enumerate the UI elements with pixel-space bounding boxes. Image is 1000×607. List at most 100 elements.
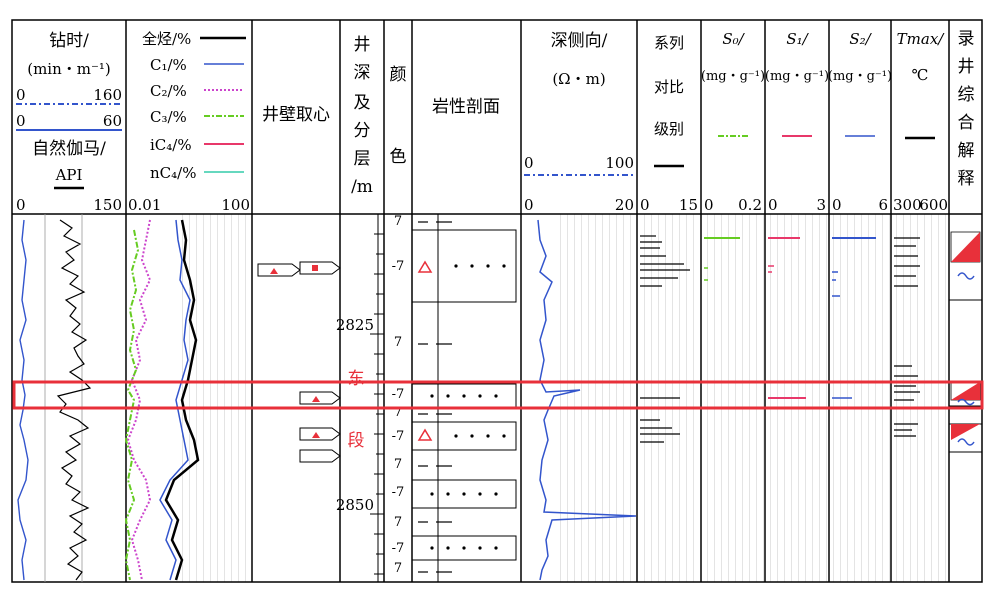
depth-char-2: 深 bbox=[354, 63, 371, 83]
depth-char-6: /m bbox=[351, 177, 373, 197]
drill-scale1-max: 160 bbox=[93, 86, 122, 104]
legend-c2: C₂/% bbox=[150, 82, 187, 100]
interp-char-2: 井 bbox=[958, 57, 975, 77]
color-code-5: 7 bbox=[394, 405, 402, 420]
lithology-symbols bbox=[417, 221, 506, 573]
oil-layer-fill-2 bbox=[951, 382, 980, 400]
tmax-scale-min: 300 bbox=[893, 196, 922, 214]
s0-grid bbox=[702, 214, 764, 582]
depth-label-2825: 2825 bbox=[336, 316, 374, 334]
drill-gamma-track bbox=[17, 214, 92, 582]
resistivity-title: 深侧向/ bbox=[551, 31, 608, 51]
interp-track bbox=[949, 231, 982, 453]
total-gas-curve bbox=[164, 219, 200, 581]
water-wave-icon-3 bbox=[957, 438, 975, 446]
s0-track bbox=[704, 237, 740, 281]
core-samples bbox=[257, 261, 341, 463]
water-wave-icon-2 bbox=[957, 398, 975, 406]
series-bars bbox=[640, 235, 690, 443]
header-tmax: Tmax/ ℃ 300 600 bbox=[893, 30, 948, 214]
legend-ic4: iC₄/% bbox=[150, 136, 192, 154]
header-depth: 井 深 及 分 层 /m bbox=[351, 35, 373, 197]
s2-scale-min: 0 bbox=[832, 196, 842, 214]
gamma-scale-max: 150 bbox=[93, 196, 122, 214]
tmax-bars bbox=[894, 237, 920, 437]
s1-scale-min: 0 bbox=[768, 196, 778, 214]
tmax-title: Tmax/ bbox=[897, 30, 946, 48]
color-code-3: 7 bbox=[394, 335, 402, 350]
s0-unit: (mg・g⁻¹) bbox=[701, 69, 765, 84]
s2-track bbox=[832, 237, 876, 399]
color-code-9: 7 bbox=[394, 515, 402, 530]
header-resistivity: 深侧向/ (Ω・m) 0 100 0 20 bbox=[524, 31, 634, 214]
depth-track: 2825 2850 东 一 段 bbox=[336, 214, 384, 582]
tmax-scale-max: 600 bbox=[919, 196, 948, 214]
highlight-interval bbox=[12, 380, 984, 410]
lithology-track bbox=[412, 214, 517, 582]
s1-scale-max: 3 bbox=[816, 196, 826, 214]
series-line-3: 级别 bbox=[654, 120, 684, 138]
gas-scale-max: 100 bbox=[221, 196, 250, 214]
drill-scale2-min: 0 bbox=[16, 112, 26, 130]
header-s0: S₀/ (mg・g⁻¹) 0 0.2 bbox=[701, 30, 765, 214]
s2-title: S₂/ bbox=[849, 30, 872, 48]
color-code-11: 7 bbox=[394, 561, 402, 576]
gamma-unit: API bbox=[55, 166, 83, 184]
header-s2: S₂/ (mg・g⁻¹) 0 6 bbox=[828, 30, 892, 214]
legend-c3: C₃/% bbox=[150, 108, 187, 126]
oil-layer-fill-1 bbox=[951, 232, 980, 262]
color-code-2: -7 bbox=[392, 259, 405, 274]
interp-char-1: 录 bbox=[958, 29, 975, 49]
s1-track bbox=[768, 237, 806, 399]
gamma-scale-min: 0 bbox=[16, 196, 26, 214]
c1-curve bbox=[159, 219, 191, 581]
res-scale2-min: 0 bbox=[524, 196, 534, 214]
header-interp: 录 井 综 合 解 释 bbox=[958, 29, 975, 189]
s0-scale-min: 0 bbox=[704, 196, 714, 214]
depth-char-3: 及 bbox=[354, 93, 371, 113]
header-series: 系列 对比 级别 0 15 bbox=[640, 34, 698, 214]
oil-show-triangle-1 bbox=[417, 260, 433, 273]
drill-time-title: 钻时/ bbox=[49, 31, 89, 51]
core-sample-5 bbox=[299, 449, 341, 463]
core-sample-1 bbox=[257, 263, 301, 277]
gamma-title: 自然伽马/ bbox=[32, 139, 106, 159]
header-s1: S₁/ (mg・g⁻¹) 0 3 bbox=[765, 30, 829, 214]
depth-char-4: 分 bbox=[354, 121, 371, 141]
s0-title: S₀/ bbox=[722, 30, 745, 48]
lithology-title: 岩性剖面 bbox=[432, 97, 500, 117]
column-frame bbox=[11, 19, 983, 583]
resistivity-unit: (Ω・m) bbox=[552, 70, 605, 88]
depth-char-5: 层 bbox=[354, 149, 371, 169]
depth-label-2850: 2850 bbox=[336, 496, 374, 514]
res-scale1-min: 0 bbox=[524, 154, 534, 172]
gas-track bbox=[124, 219, 200, 581]
color-code-7: 7 bbox=[394, 457, 402, 472]
core-sample-3 bbox=[299, 391, 341, 405]
drill-scale1-min: 0 bbox=[16, 86, 26, 104]
header-drill-time: 钻时/ (min・m⁻¹) 0 160 0 60 自然伽马/ API 0 150 bbox=[16, 31, 122, 214]
interp-char-3: 综 bbox=[958, 85, 975, 105]
header-gas: 全烃/% C₁/% C₂/% C₃/% iC₄/% nC₄/% 0.01 100 bbox=[128, 30, 250, 214]
s1-title: S₁/ bbox=[786, 30, 809, 48]
s2-unit: (mg・g⁻¹) bbox=[828, 69, 892, 84]
drill-time-curve bbox=[17, 219, 29, 581]
series-scale-min: 0 bbox=[640, 196, 650, 214]
s2-scale-max: 6 bbox=[878, 196, 888, 214]
interp-char-5: 解 bbox=[958, 141, 975, 161]
color-char-2: 色 bbox=[390, 147, 407, 167]
resistivity-grid bbox=[560, 214, 636, 582]
color-char-1: 颜 bbox=[390, 65, 407, 85]
interp-char-6: 释 bbox=[958, 169, 975, 189]
drill-scale2-max: 60 bbox=[103, 112, 122, 130]
formation-char-3: 段 bbox=[348, 431, 365, 451]
formation-char-1: 东 bbox=[348, 369, 365, 389]
legend-total-gas: 全烃/% bbox=[142, 30, 191, 48]
legend-c1: C₁/% bbox=[150, 56, 187, 74]
s1-unit: (mg・g⁻¹) bbox=[765, 69, 829, 84]
color-code-10: -7 bbox=[392, 541, 405, 556]
legend-nc4: nC₄/% bbox=[150, 164, 196, 182]
oil-layer-fill-3 bbox=[951, 424, 980, 440]
core-title: 井壁取心 bbox=[262, 105, 330, 125]
